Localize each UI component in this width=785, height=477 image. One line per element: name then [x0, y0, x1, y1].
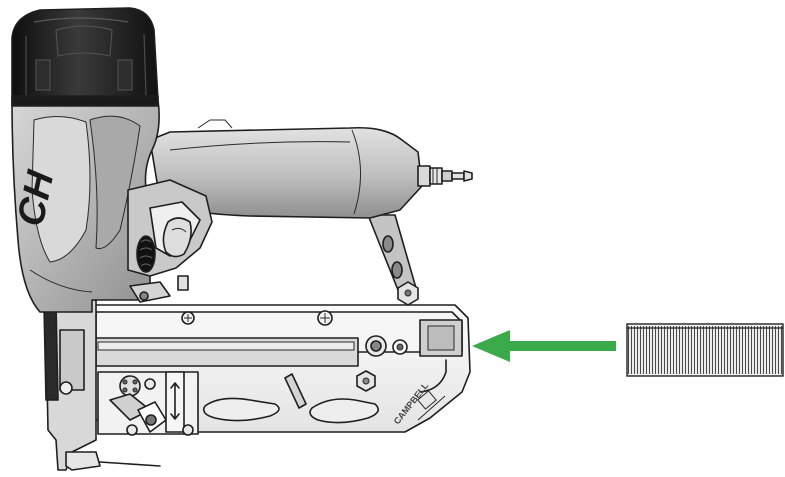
- arrow-head: [472, 330, 510, 362]
- handle: [149, 119, 473, 306]
- tool-body: CH: [10, 99, 213, 313]
- arrow-shaft: [502, 341, 616, 351]
- nail-strip-outline: [626, 323, 784, 377]
- load-direction-arrow: [472, 330, 616, 362]
- nail-strip: [626, 323, 784, 377]
- nose-assembly: [43, 299, 199, 471]
- top-cap: [11, 7, 159, 107]
